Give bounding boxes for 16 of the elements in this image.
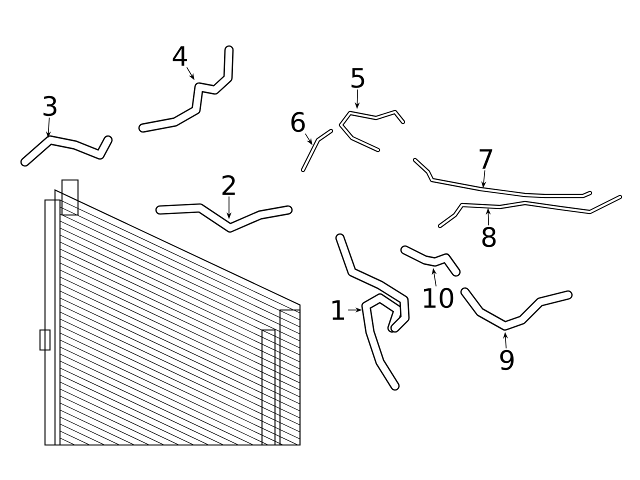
callout-number: 10 bbox=[424, 288, 454, 308]
callout-number: 9 bbox=[500, 350, 514, 370]
callout-number: 6 bbox=[291, 112, 305, 132]
callout-number: 3 bbox=[44, 96, 56, 116]
hose-drawing bbox=[20, 135, 113, 167]
hose-drawing bbox=[338, 110, 406, 152]
hose-drawing bbox=[400, 245, 461, 277]
callout-number: 2 bbox=[222, 175, 235, 195]
hose-drawing bbox=[438, 194, 622, 228]
callout-number: 5 bbox=[352, 68, 364, 88]
callout-number: 8 bbox=[482, 226, 496, 248]
hose-drawing bbox=[460, 287, 573, 331]
hose-drawing bbox=[155, 203, 293, 233]
hose-drawing bbox=[138, 45, 234, 133]
callout-number: 1 bbox=[332, 300, 344, 320]
callout-number: 7 bbox=[480, 149, 492, 169]
